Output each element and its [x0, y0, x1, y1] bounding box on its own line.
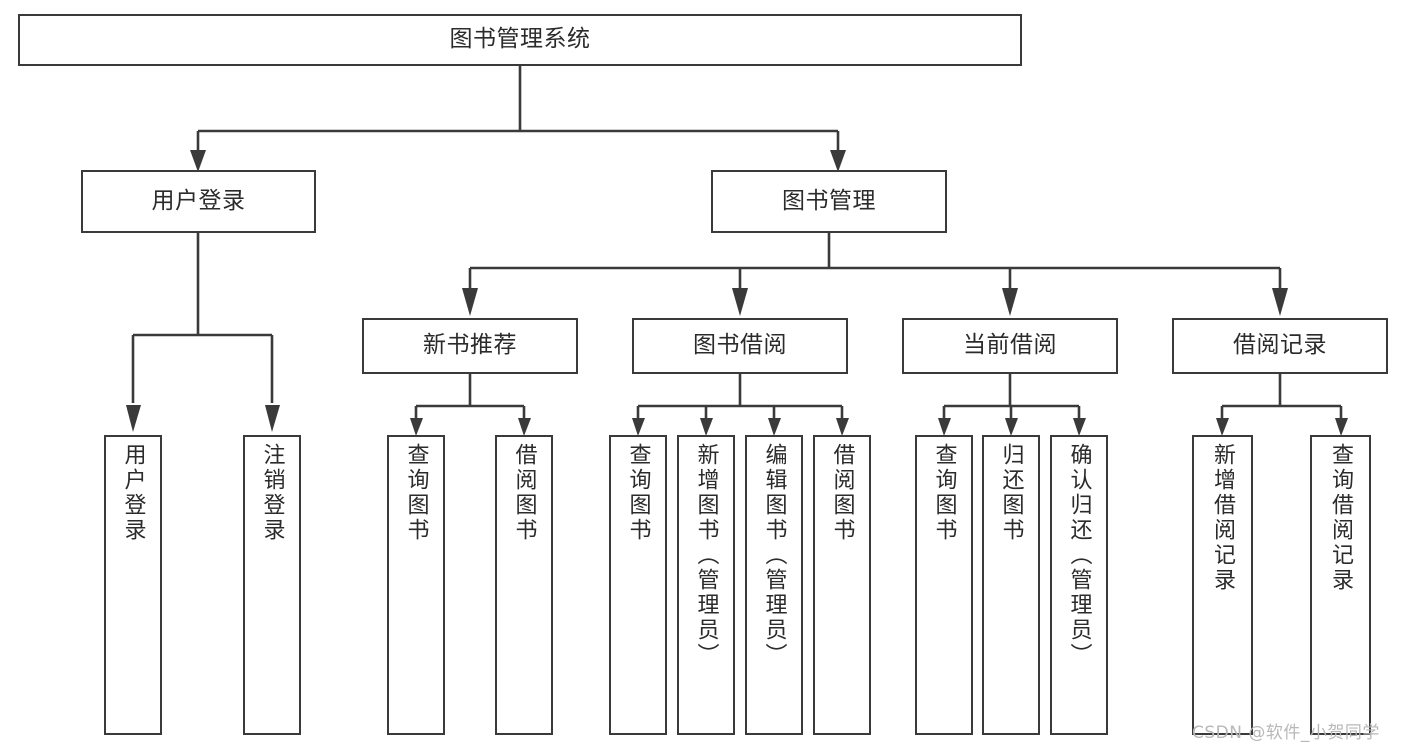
node-user-login-label: 用户登录: [151, 187, 246, 214]
node-new-book-recommend-label: 新书推荐: [423, 332, 517, 359]
node-root-label: 图书管理系统: [449, 26, 591, 53]
node-book-borrow[interactable]: 图书借阅: [632, 318, 848, 374]
leaf-borrow-book-2[interactable]: 借阅图书: [813, 435, 871, 735]
leaf-user-login-label: 用户登录: [120, 443, 146, 543]
leaf-confirm-return[interactable]: 确认归还（管理员）: [1050, 435, 1108, 735]
node-user-login[interactable]: 用户登录: [81, 170, 316, 233]
leaf-query-book-1-label: 查询图书: [403, 443, 429, 543]
leaf-query-book-3[interactable]: 查询图书: [915, 435, 973, 735]
leaf-add-book-label: 新增图书（管理员）: [693, 443, 719, 668]
leaf-user-login[interactable]: 用户登录: [104, 435, 162, 735]
leaf-confirm-return-label: 确认归还（管理员）: [1066, 443, 1092, 668]
node-current-borrow-label: 当前借阅: [963, 332, 1057, 359]
leaf-logout-login[interactable]: 注销登录: [243, 435, 301, 735]
node-book-manage-label: 图书管理: [782, 187, 876, 214]
leaf-add-record[interactable]: 新增借阅记录: [1192, 435, 1253, 735]
leaf-edit-book-label: 编辑图书（管理员）: [761, 443, 787, 668]
leaf-return-book-label: 归还图书: [998, 443, 1024, 543]
leaf-query-book-3-label: 查询图书: [931, 443, 957, 543]
node-borrow-record-label: 借阅记录: [1233, 332, 1327, 359]
node-new-book-recommend[interactable]: 新书推荐: [362, 318, 578, 374]
leaf-borrow-book-1[interactable]: 借阅图书: [495, 435, 553, 735]
leaf-add-record-label: 新增借阅记录: [1210, 443, 1236, 593]
node-current-borrow[interactable]: 当前借阅: [902, 318, 1118, 374]
node-root[interactable]: 图书管理系统: [18, 14, 1022, 66]
leaf-logout-login-label: 注销登录: [259, 443, 285, 543]
node-borrow-record[interactable]: 借阅记录: [1172, 318, 1388, 374]
leaf-borrow-book-2-label: 借阅图书: [829, 443, 855, 543]
watermark: CSDN @软件_小贺同学: [1192, 723, 1380, 743]
node-book-manage[interactable]: 图书管理: [711, 170, 947, 233]
leaf-query-book-2[interactable]: 查询图书: [609, 435, 667, 735]
leaf-query-record[interactable]: 查询借阅记录: [1310, 435, 1371, 735]
leaf-return-book[interactable]: 归还图书: [982, 435, 1040, 735]
leaf-query-book-2-label: 查询图书: [625, 443, 651, 543]
leaf-query-record-label: 查询借阅记录: [1328, 443, 1354, 593]
leaf-edit-book[interactable]: 编辑图书（管理员）: [745, 435, 803, 735]
leaf-query-book-1[interactable]: 查询图书: [387, 435, 445, 735]
node-book-borrow-label: 图书借阅: [693, 332, 787, 359]
leaf-add-book[interactable]: 新增图书（管理员）: [677, 435, 735, 735]
leaf-borrow-book-1-label: 借阅图书: [511, 443, 537, 543]
